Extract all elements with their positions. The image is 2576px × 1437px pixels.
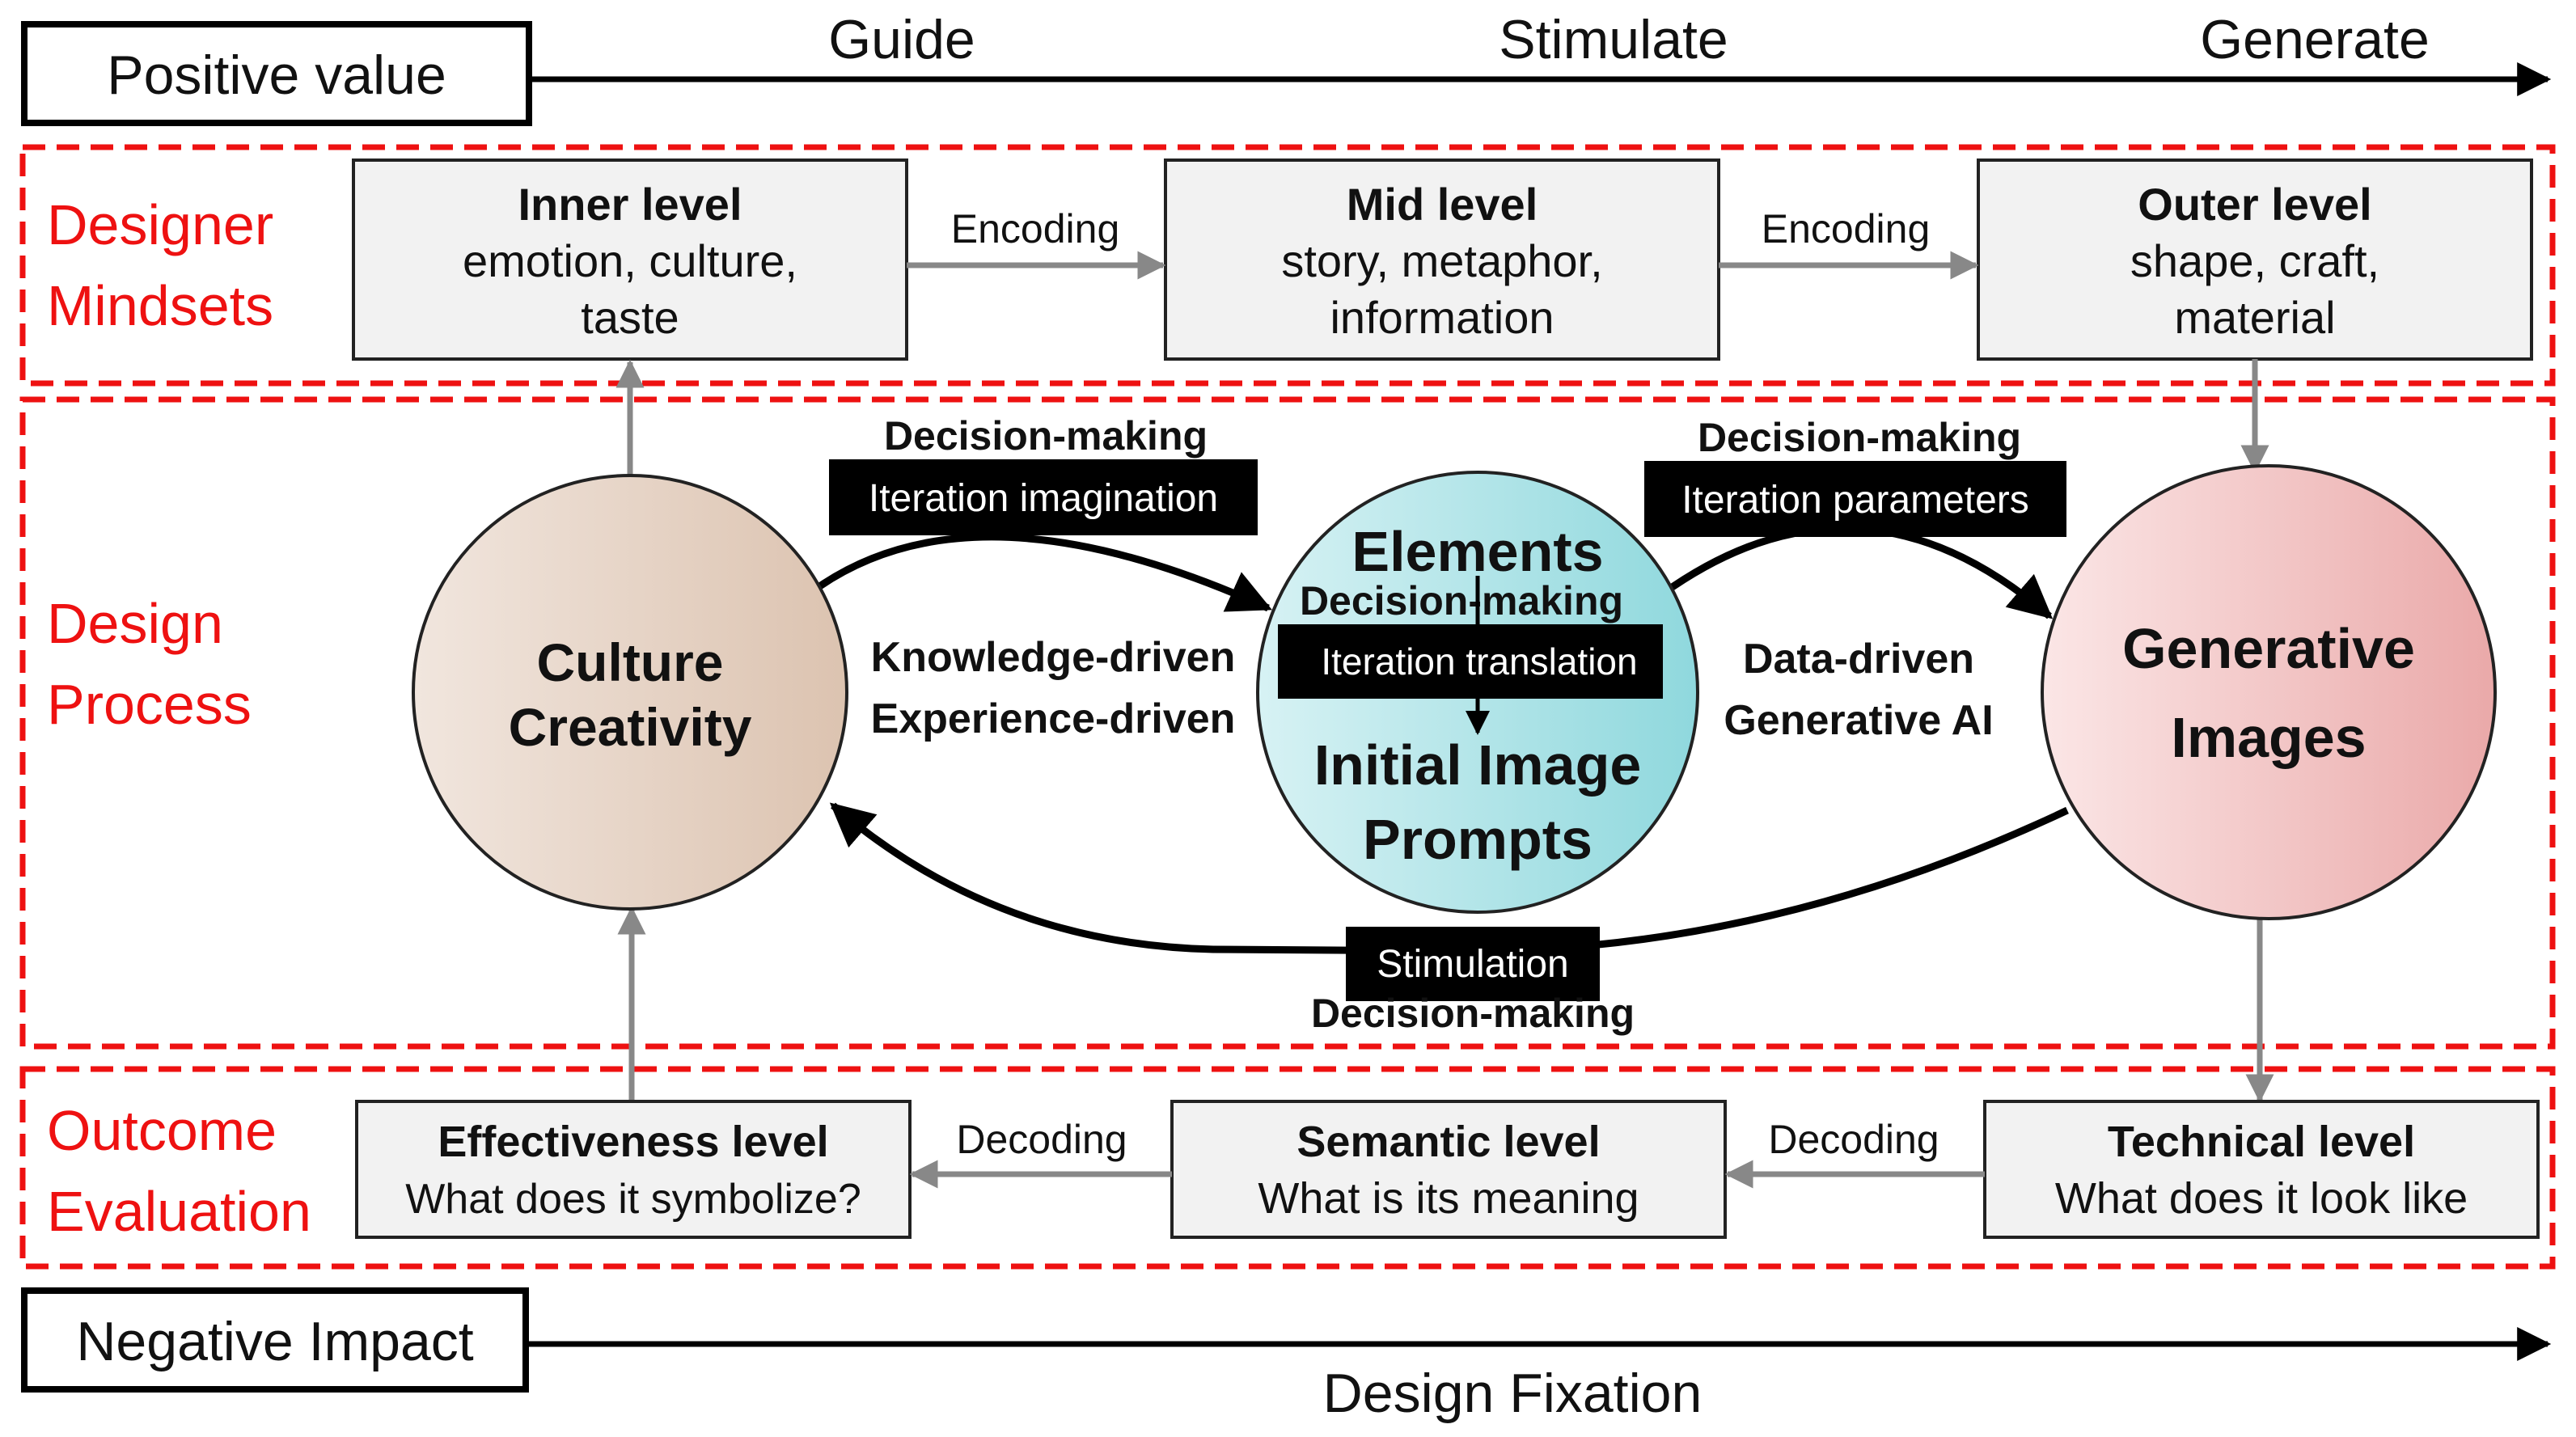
mindset-mid-title: Mid level	[1347, 179, 1538, 230]
iteration-parameters-label: Iteration parameters	[1681, 479, 2029, 522]
positive-value-box	[21, 21, 532, 126]
mindsets-frame	[19, 144, 2556, 387]
eval-semantic-box: Semantic level What is its meaning	[1170, 1100, 1727, 1239]
generative-line2: Images	[2171, 706, 2366, 769]
prompts-line1: Initial Image	[1314, 733, 1642, 797]
elements-title: Elements	[1351, 520, 1603, 583]
eval-effectiveness-box: Effectiveness level What does it symboli…	[355, 1100, 912, 1239]
section-process-line2: Process	[47, 673, 252, 736]
mindset-outer-line1: shape, craft,	[2130, 235, 2379, 286]
eval-effectiveness-title: Effectiveness level	[438, 1118, 828, 1166]
section-process-line1: Design	[47, 592, 223, 655]
generative-line1: Generative	[2122, 617, 2415, 680]
iteration-imagination-label: Iteration imagination	[869, 477, 1218, 520]
data-driven-label: Data-driven	[1743, 636, 1974, 683]
left-decision-label: Decision-making	[884, 413, 1208, 459]
mindset-inner-box: Inner level emotion, culture, taste	[352, 158, 908, 361]
iteration-translation-tag	[1278, 624, 1663, 699]
iteration-translation-label: Iteration translation	[1321, 640, 1637, 683]
bottom-decision-label: Decision-making	[1311, 991, 1635, 1036]
stage-stimulate: Stimulate	[1499, 9, 1728, 70]
top-axis: Positive value Guide Stimulate Generate	[21, 9, 2552, 126]
culture-creativity-circle: Culture Creativity	[412, 474, 848, 911]
mindset-inner-title: Inner level	[518, 179, 742, 230]
knowledge-driven-label: Knowledge-driven	[871, 634, 1236, 681]
section-mindsets-line1: Designer	[47, 193, 273, 256]
iteration-parameters-tag	[1644, 461, 2066, 537]
bottom-axis: Negative Impact Design Fixation	[21, 1287, 2552, 1424]
experience-driven-label: Experience-driven	[871, 695, 1236, 742]
encoding-label-1: Encoding	[951, 206, 1120, 251]
mindset-inner-line2: taste	[581, 292, 679, 343]
generative-images-circle: Generative Images	[2041, 464, 2497, 920]
generative-ai-label: Generative AI	[1724, 697, 1993, 744]
stimulation-tag	[1346, 927, 1600, 1001]
iteration-imagination-tag	[829, 459, 1258, 535]
culture-line2: Creativity	[509, 697, 752, 757]
eval-semantic-title: Semantic level	[1296, 1118, 1600, 1166]
eval-technical-line: What does it look like	[2055, 1174, 2468, 1223]
eval-semantic-line: What is its meaning	[1258, 1174, 1639, 1223]
section-evaluation-line1: Outcome	[47, 1099, 277, 1162]
stimulation-label: Stimulation	[1377, 943, 1568, 986]
mindset-outer-title: Outer level	[2138, 179, 2371, 230]
negative-impact-box	[21, 1287, 529, 1393]
mindset-mid-box: Mid level story, metaphor, information	[1164, 158, 1720, 361]
mindset-inner-line1: emotion, culture,	[463, 235, 797, 286]
elements-prompts-circle: Elements Decision-making Iteration trans…	[1256, 471, 1699, 914]
culture-line1: Culture	[537, 632, 724, 692]
right-decision-label: Decision-making	[1698, 415, 2021, 460]
culture-to-elements-arrow	[816, 533, 1272, 612]
design-fixation-caption: Design Fixation	[1323, 1363, 1703, 1424]
section-evaluation-line2: Evaluation	[47, 1180, 311, 1243]
mindset-outer-box: Outer level shape, craft, material	[1977, 158, 2533, 361]
negative-impact-label: Negative Impact	[76, 1311, 473, 1372]
stage-guide: Guide	[828, 9, 975, 70]
process-frame	[19, 396, 2556, 1050]
section-mindsets-line2: Mindsets	[47, 274, 273, 337]
mindset-mid-line1: story, metaphor,	[1281, 235, 1602, 286]
mindset-mid-line2: information	[1330, 292, 1554, 343]
eval-effectiveness-line: What does it symbolize?	[405, 1176, 861, 1223]
decoding-label-1: Decoding	[1768, 1117, 1939, 1162]
elements-decision: Decision-making	[1300, 578, 1623, 623]
positive-value-label: Positive value	[107, 44, 446, 106]
stage-generate: Generate	[2200, 9, 2430, 70]
prompts-line2: Prompts	[1363, 808, 1593, 871]
encoding-label-2: Encoding	[1762, 206, 1931, 251]
eval-technical-title: Technical level	[2108, 1118, 2415, 1166]
mindset-outer-line2: material	[2174, 292, 2335, 343]
elements-to-generative-arrow	[1660, 524, 2054, 619]
evaluation-frame	[19, 1066, 2556, 1270]
eval-technical-box: Technical level What does it look like	[1983, 1100, 2540, 1239]
decoding-label-2: Decoding	[956, 1117, 1127, 1162]
